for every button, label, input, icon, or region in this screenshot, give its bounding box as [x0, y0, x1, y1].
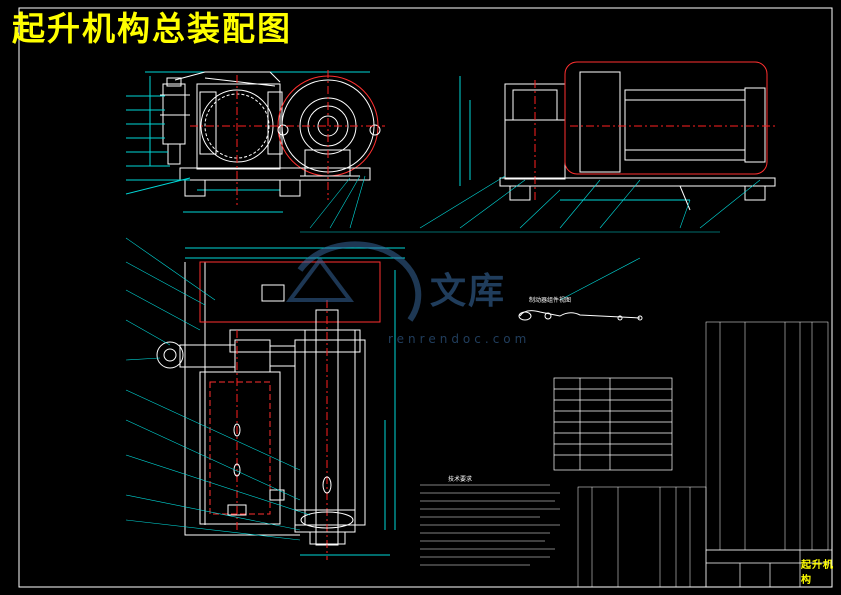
front-view — [125, 70, 385, 213]
parts-list-lower — [577, 486, 707, 588]
technical-requirements — [420, 484, 560, 566]
tech-requirements-title: 技术要求 — [448, 476, 473, 483]
sub-view-label: 制动器组件视图 — [529, 297, 572, 304]
parts-list — [705, 321, 829, 551]
side-view — [459, 61, 776, 211]
leader-fan — [300, 175, 761, 233]
watermark-url: renrendoc.com — [388, 332, 531, 346]
title-block — [705, 549, 833, 588]
title-block-name: 起升机构 — [801, 560, 834, 586]
border-frame — [18, 7, 833, 588]
watermark-text: 文库 — [430, 271, 507, 312]
rope-assembly-view — [518, 257, 643, 321]
plan-view — [125, 237, 405, 560]
parameter-table — [553, 377, 673, 471]
watermark-logo — [286, 241, 422, 322]
drawing-title: 起升机构总装配图 — [12, 9, 292, 48]
